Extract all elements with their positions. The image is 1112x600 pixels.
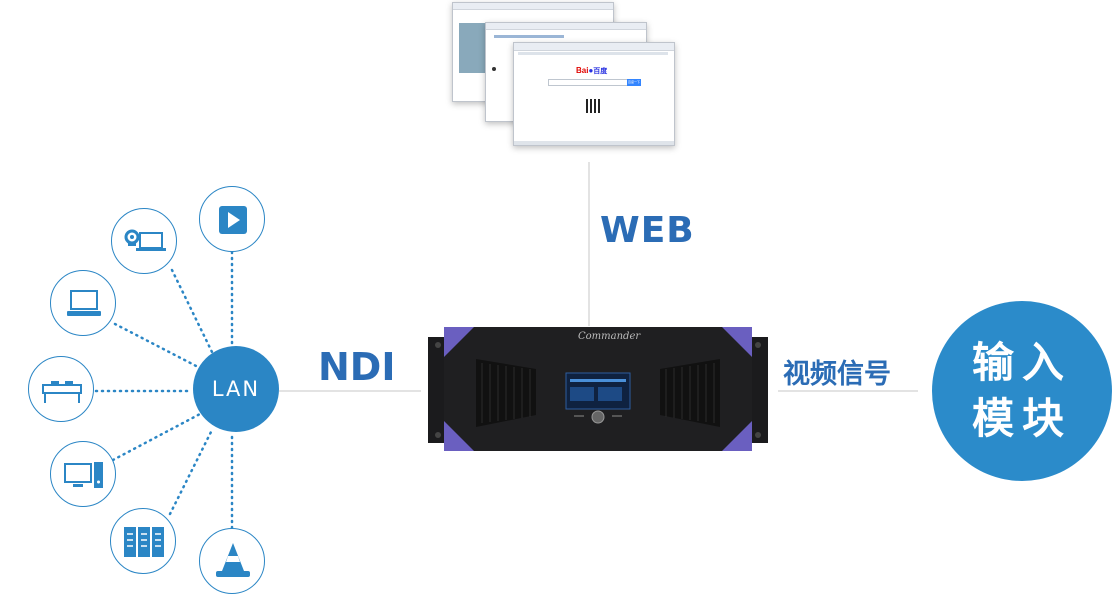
play-icon <box>219 206 247 234</box>
baidu-logo-text: Bai <box>576 66 589 75</box>
server-rack-icon <box>124 527 164 557</box>
switch-device <box>28 356 94 422</box>
laptop-icon <box>67 290 101 316</box>
webcam-laptop-icon <box>124 229 166 251</box>
server-device <box>110 508 176 574</box>
commander-device: Commander <box>418 323 778 453</box>
play-device <box>199 186 265 252</box>
switch-icon <box>42 381 82 403</box>
baidu-paw-icon: ● <box>588 66 594 75</box>
baidu-logo-suffix: 百度 <box>593 68 608 75</box>
baidu-logo: Bai●百度 <box>576 66 607 76</box>
lan-hub: LAN <box>193 346 279 432</box>
vlc-device <box>199 528 265 594</box>
browser-screenshots: Bai●百度 百度一下 <box>452 2 677 147</box>
device-brand-logo: Commander <box>578 331 641 342</box>
baidu-search-input[interactable] <box>548 79 628 86</box>
qr-code-icon <box>586 99 600 113</box>
ndi-label: NDI <box>318 345 396 389</box>
baidu-search-button[interactable]: 百度一下 <box>627 79 641 86</box>
desktop-pc-icon <box>64 462 103 488</box>
web-label: WEB <box>600 210 695 251</box>
laptop-device <box>50 270 116 336</box>
video-signal-label: 视频信号 <box>783 359 891 390</box>
input-module-line1: 输入 <box>971 338 1072 387</box>
input-module-circle: 输入 模块 <box>932 301 1112 481</box>
desktop-device <box>50 441 116 507</box>
lan-spokes <box>94 250 234 530</box>
device-chassis-icon <box>428 327 768 451</box>
vlc-cone-icon <box>216 543 250 577</box>
browser-window-front: Bai●百度 百度一下 <box>513 42 675 146</box>
lan-label: LAN <box>211 377 261 401</box>
input-module-line2: 模块 <box>971 394 1072 443</box>
webcam-laptop-device <box>111 208 177 274</box>
